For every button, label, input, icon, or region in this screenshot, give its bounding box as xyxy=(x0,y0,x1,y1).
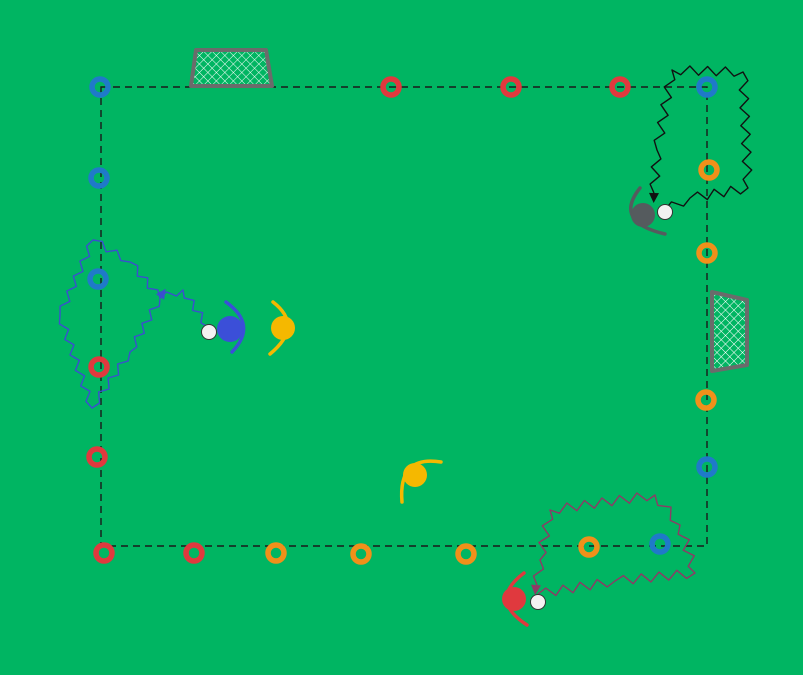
player-head xyxy=(271,316,295,340)
field-boundary xyxy=(100,86,708,547)
cone-red xyxy=(380,76,402,98)
right-goal xyxy=(710,290,749,373)
ball-icon xyxy=(530,594,546,610)
player-head xyxy=(403,463,427,487)
cone-orange xyxy=(455,543,477,565)
ball-icon xyxy=(201,324,217,340)
top-goal xyxy=(189,48,274,88)
cone-orange xyxy=(698,159,720,181)
arrowhead-icon xyxy=(155,288,166,300)
player-shoulders xyxy=(224,300,246,354)
cone-orange xyxy=(265,542,287,564)
cone-blue xyxy=(87,268,109,290)
cone-blue xyxy=(649,533,671,555)
cone-blue xyxy=(696,456,718,478)
blue-player xyxy=(201,300,246,354)
cone-red xyxy=(609,76,631,98)
yellow-player-top xyxy=(268,300,295,356)
cone-orange xyxy=(695,389,717,411)
cone-red xyxy=(500,76,522,98)
cone-red xyxy=(183,542,205,564)
dark-player xyxy=(629,186,673,236)
player-head xyxy=(217,316,243,342)
player-head xyxy=(631,203,655,227)
cone-blue xyxy=(696,76,718,98)
black-dribble-path xyxy=(649,65,753,211)
cone-red xyxy=(93,542,115,564)
red-player xyxy=(502,571,546,627)
cone-orange xyxy=(578,536,600,558)
cone-orange xyxy=(696,242,718,264)
blue-dribble-path xyxy=(58,239,209,409)
maroon-dribble-path xyxy=(531,492,696,597)
cone-blue xyxy=(89,76,111,98)
arrowhead-icon xyxy=(649,192,659,203)
ball-icon xyxy=(657,204,673,220)
cone-red xyxy=(86,446,108,468)
player-head xyxy=(502,587,526,611)
cone-orange xyxy=(350,543,372,565)
arrowhead-icon xyxy=(531,584,541,595)
yellow-player-bottom xyxy=(399,459,443,504)
cone-red xyxy=(88,356,110,378)
cone-blue xyxy=(88,167,110,189)
